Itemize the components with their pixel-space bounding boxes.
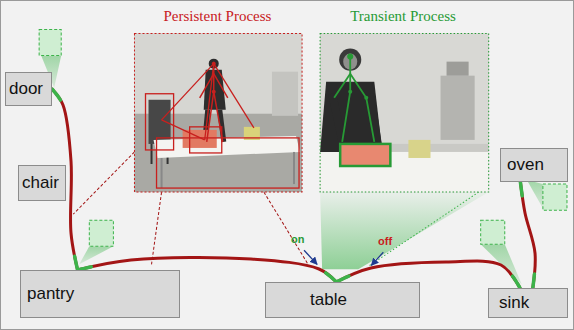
transient-photo — [340, 144, 390, 166]
transient-photo — [441, 76, 475, 140]
persistent-photo — [154, 136, 301, 158]
persistent-photo — [200, 74, 228, 98]
pointer-arrow — [304, 250, 383, 265]
leader-line — [73, 152, 134, 214]
callout-square — [39, 30, 61, 56]
callout-cone — [79, 246, 113, 264]
process-panel: Transient Process — [319, 8, 487, 25]
zoom-cone — [368, 192, 478, 266]
callout-square — [89, 220, 113, 246]
panel-heading: Persistent Process — [134, 8, 301, 25]
persistent-photo — [212, 90, 216, 94]
transient-photo — [348, 90, 352, 94]
persistent-photo — [293, 152, 295, 184]
location-box: sink — [488, 288, 568, 318]
zoom-cone — [320, 192, 489, 269]
transient-photo — [447, 62, 469, 76]
transient-photo — [320, 34, 489, 193]
location-box: pantry — [20, 270, 180, 318]
persistent-photo — [162, 120, 205, 140]
persistent-photo — [272, 72, 298, 116]
persistent-photo — [207, 62, 214, 142]
persistent-photo — [162, 64, 214, 120]
zoom-cone — [320, 192, 489, 269]
transient-photo — [320, 34, 489, 193]
state-label: on — [291, 233, 304, 245]
transient-photo — [320, 34, 489, 193]
persistent-photo — [157, 138, 299, 188]
transient-photo — [347, 54, 353, 60]
process-panel: Persistent Process — [134, 8, 301, 25]
location-name: chair — [22, 173, 59, 193]
trajectory-line — [520, 182, 535, 288]
callout-square — [481, 220, 505, 244]
location-name: oven — [507, 155, 544, 175]
persistent-photo — [214, 64, 254, 128]
transient-photo — [340, 144, 390, 166]
persistent-photo — [146, 94, 174, 150]
leader-line — [152, 192, 162, 264]
callout-cone — [527, 180, 543, 208]
location-box: table — [265, 282, 420, 318]
location-box: chair — [18, 165, 66, 201]
transient-segment — [520, 182, 522, 196]
callout-square — [39, 30, 567, 247]
transient-segment — [513, 276, 520, 288]
persistent-photo — [214, 92, 223, 142]
location-name: table — [310, 290, 347, 310]
transient-photo — [364, 96, 368, 100]
state-label: off — [378, 235, 392, 247]
callout-square — [543, 184, 567, 210]
pointer-arrow — [304, 250, 317, 264]
transient-photo — [334, 74, 350, 98]
pointer-arrow — [371, 252, 383, 265]
location-name: door — [9, 79, 43, 99]
leader-line — [264, 192, 308, 264]
location-box: door — [5, 72, 52, 106]
persistent-photo — [134, 34, 302, 193]
transient-photo — [408, 140, 430, 158]
persistent-photo — [134, 34, 302, 193]
transient-photo — [350, 74, 374, 142]
transient-photo — [320, 82, 382, 152]
persistent-photo — [134, 34, 302, 193]
transient-photo — [342, 57, 350, 142]
persistent-photo — [151, 144, 153, 164]
panel-heading: Transient Process — [319, 8, 487, 25]
transient-segment — [52, 89, 61, 100]
callout-cone — [41, 56, 543, 285]
location-name: pantry — [27, 284, 74, 304]
transient-segment — [326, 273, 337, 282]
persistent-photo — [212, 62, 216, 66]
location-box: oven — [500, 148, 568, 182]
transient-segment — [75, 256, 78, 270]
location-name: sink — [499, 293, 529, 313]
persistent-photo — [161, 158, 163, 188]
transient-segment — [533, 274, 535, 288]
